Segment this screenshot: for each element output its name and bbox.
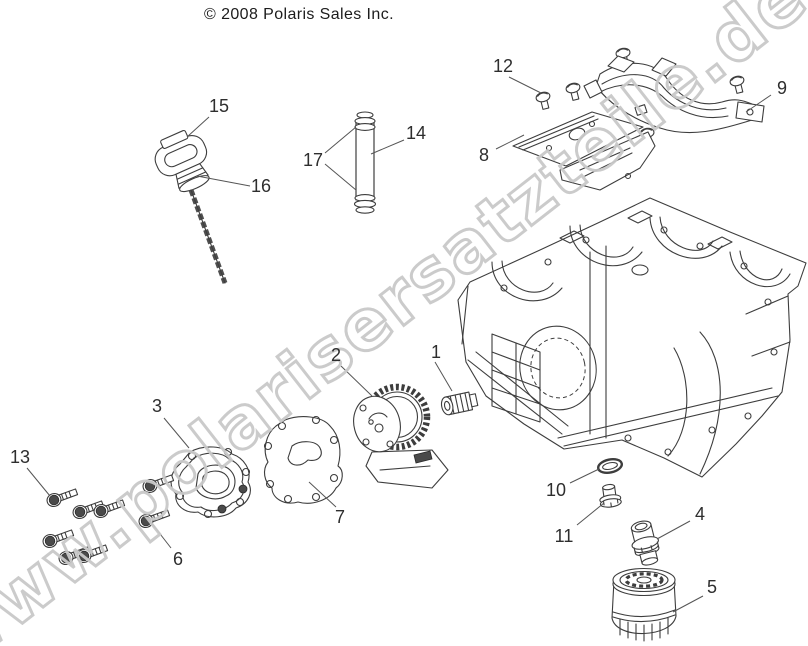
- oil-filter-part: [611, 567, 677, 642]
- callout-13: 13: [9, 447, 31, 467]
- oil-tube-part: [353, 111, 377, 214]
- callout-4: 4: [694, 504, 706, 524]
- oil-pump-part: [353, 383, 449, 489]
- bolt-part: [138, 509, 171, 529]
- callout-6: 6: [172, 549, 184, 569]
- bolt-part: [42, 529, 75, 549]
- bolt-part: [76, 544, 109, 564]
- bolt-part: [93, 499, 126, 519]
- dipstick-part: [154, 129, 228, 284]
- callout-14: 14: [405, 123, 427, 143]
- bolt-part: [46, 488, 79, 508]
- callout-1: 1: [430, 342, 442, 362]
- pump-cover-part: [170, 446, 251, 519]
- screw-part: [565, 82, 581, 101]
- callout-2: 2: [330, 345, 342, 365]
- callout-11: 11: [554, 526, 574, 546]
- callout-3: 3: [151, 396, 163, 416]
- leader-lines: [26, 76, 772, 613]
- oil-fitting-part: [440, 391, 479, 416]
- callout-8: 8: [478, 145, 490, 165]
- callout-15: 15: [208, 96, 230, 116]
- callout-10: 10: [545, 480, 567, 500]
- oil-plug-part: [599, 483, 622, 508]
- heat-shield-part: [583, 55, 765, 134]
- copyright-text: © 2008 Polaris Sales Inc.: [204, 6, 394, 23]
- bolt-part: [142, 474, 175, 494]
- callout-12: 12: [492, 56, 514, 76]
- screw-part: [729, 75, 745, 94]
- callout-5: 5: [706, 577, 718, 597]
- screw-part: [535, 91, 551, 110]
- filter-nipple-part: [630, 520, 660, 566]
- callout-16: 16: [250, 176, 272, 196]
- callout-7: 7: [334, 507, 346, 527]
- o-ring-part: [596, 457, 624, 475]
- pump-gasket-part: [263, 415, 343, 504]
- bolt-part: [72, 500, 105, 520]
- callout-9: 9: [776, 78, 788, 98]
- engine-crankcase-part: [457, 197, 807, 478]
- mount-plate-part: [512, 111, 656, 191]
- callout-17: 17: [302, 150, 324, 170]
